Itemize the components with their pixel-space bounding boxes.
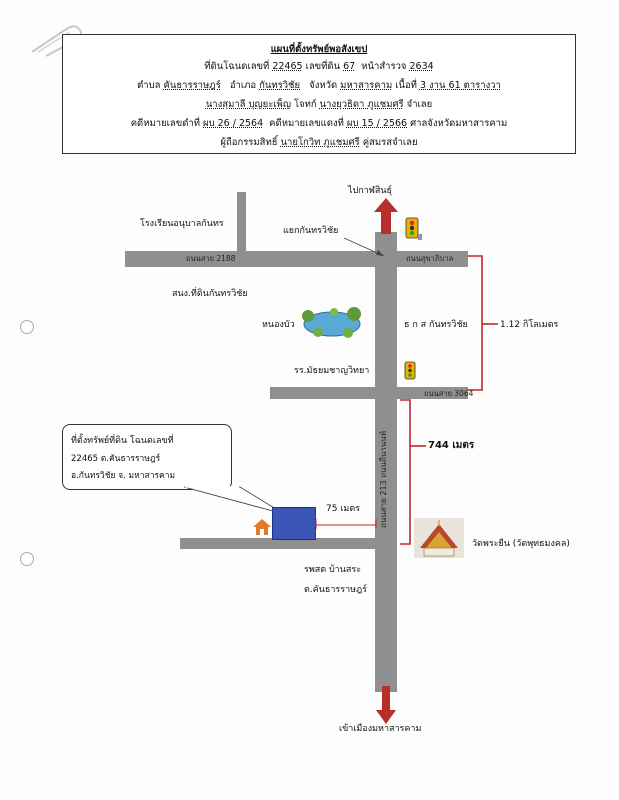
distance-112-label: 1.12 กิโลเมตร <box>500 320 559 330</box>
road-sukhaphiban-label: ถนนสุขาภิบาล <box>406 254 454 263</box>
south-arrow-icon <box>376 686 396 724</box>
bracket-744m <box>400 399 426 545</box>
to-kalasin-label: ไปกาฬสินธุ์ <box>348 186 393 196</box>
distance-744-label: 744 เมตร <box>428 440 475 451</box>
pond-label: หนองบัว <box>262 320 295 330</box>
map-title: แผนที่ตั้งทรัพย์พอสังเขป <box>270 44 368 55</box>
road-2188-label: ถนนสาย 2188 <box>186 254 236 263</box>
baac-bank-label: ธ ก ส กันทรวิชัย <box>404 320 468 330</box>
traffic-light-icon <box>405 217 422 240</box>
temple-icon <box>414 518 464 558</box>
owner-line: ผู้ถือกรรมสิทธิ์ นายโกวิท ภูแชมศรี คู่สม… <box>220 137 418 148</box>
property-parcel <box>272 507 316 540</box>
pond-icon <box>302 307 361 338</box>
header-box: แผนที่ตั้งทรัพย์พอสังเขป ที่ดินโฉนดเลขที… <box>62 34 576 154</box>
case-line: คดีหมายเลขดำที่ ผบ 26 / 2564 คดีหมายเลขแ… <box>130 118 508 129</box>
junction-label: แยกกันทรวิชัย <box>283 226 339 236</box>
house-icon <box>253 519 271 535</box>
road-property <box>180 538 377 549</box>
traffic-light-icon <box>404 361 416 380</box>
deed-number: 22465 <box>272 61 303 72</box>
deed-line: ที่ดินโฉนดเลขที่ 22465 เลขที่ดิน 67 หน้า… <box>204 61 434 72</box>
road-213-label: ถนนสาย 213 ถนนถีนานนท์ <box>379 431 388 528</box>
bracket-112km <box>468 255 498 391</box>
land-office-label: สนง.ที่ดินกันทรวิชัย <box>172 289 248 299</box>
north-arrow-icon <box>374 198 398 234</box>
binder-hole <box>20 320 34 334</box>
temple-label: วัดพระยืน (วัดพุทธมงคล) <box>472 539 570 549</box>
road-3064-label: ถนนสาย 3064 <box>424 389 474 398</box>
parties-line: นางสุมาลี บุญยะเพ็ญ โจทก์ นางยุวธิดา ภูแ… <box>205 99 433 110</box>
health-center-label: รพสต บ้านสระ <box>304 565 362 575</box>
road-213-main <box>375 232 397 692</box>
school-chanwittaya-label: รร.มัธยมชาญวิทยา <box>294 366 370 376</box>
distance-75-label: 75 เมตร <box>326 504 361 514</box>
callout-pointer <box>183 486 285 515</box>
location-line: ตำบล คันธารราษฎร์ อำเภอ กันทรวิชัย จังหว… <box>137 80 501 91</box>
junction-pointer-line <box>343 237 385 257</box>
road-3064 <box>270 387 468 399</box>
binder-hole <box>20 552 34 566</box>
to-mahasarakham-label: เข้าเมืองมหาสารคาม <box>339 724 422 734</box>
property-callout: ที่ตั้งทรัพย์ที่ดิน โฉนดเลขที่ 22465 ต.ค… <box>62 424 232 490</box>
road-school-spur <box>237 192 246 254</box>
dimension-75m <box>315 519 377 529</box>
school-anuban-label: โรงเรียนอนุบาลกันทร <box>140 219 224 229</box>
health-center-subdistrict-label: ต.คันธารราษฎร์ <box>304 585 367 595</box>
